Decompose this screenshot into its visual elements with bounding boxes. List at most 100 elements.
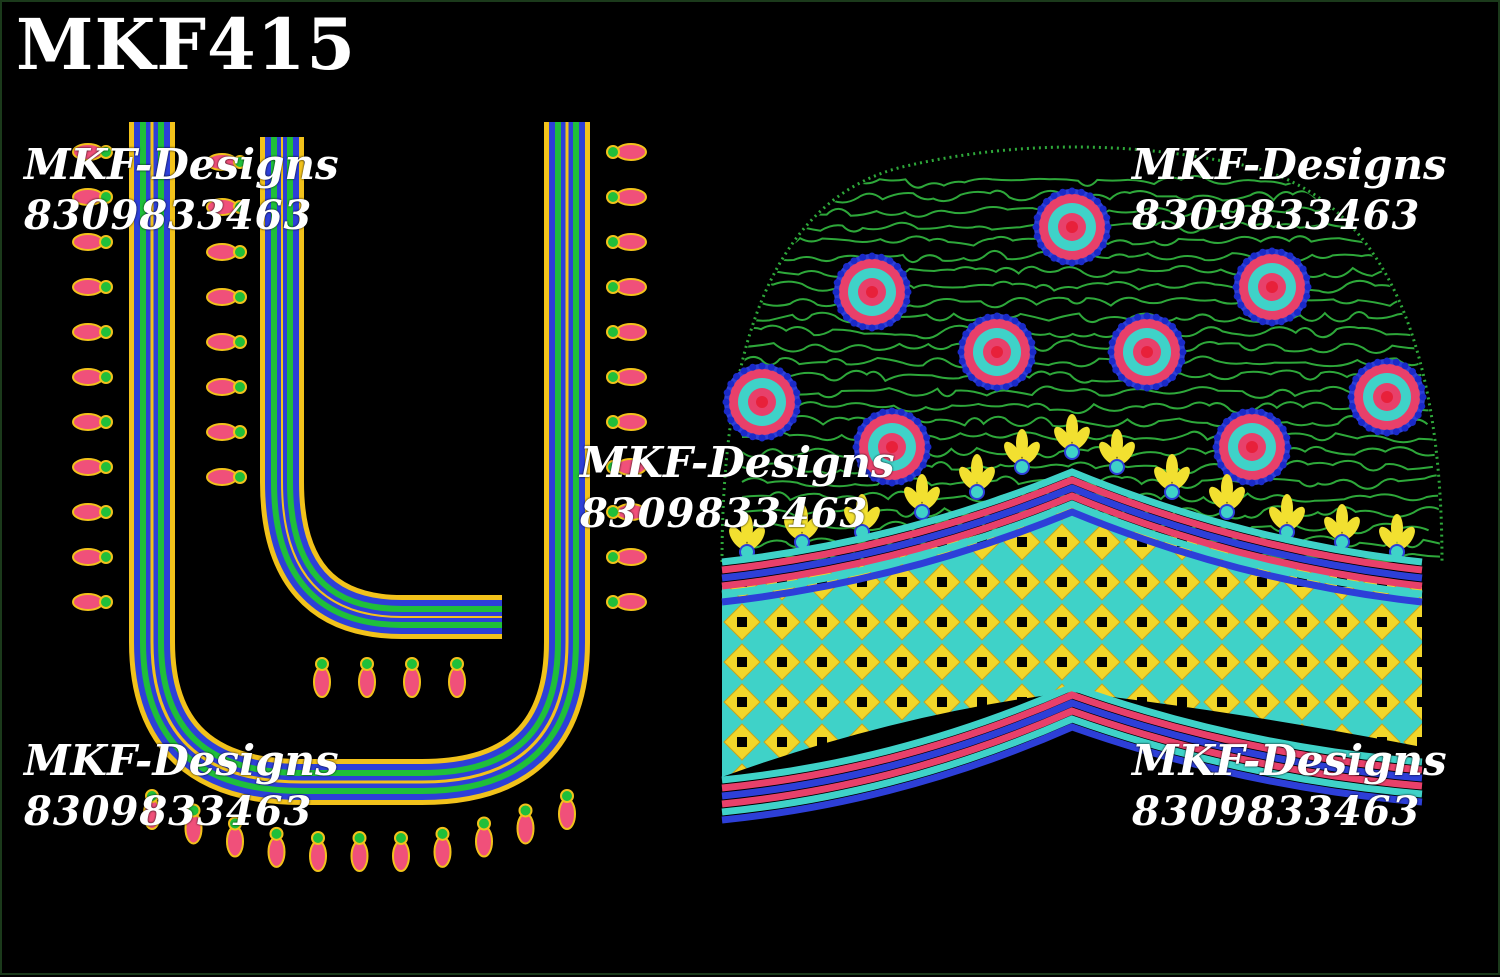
petal-motif [72,323,113,341]
petal-motif [392,831,410,872]
petal-motif [72,413,113,431]
bead-flower [1212,407,1292,487]
watermark-name: MKF-Designs [24,736,339,785]
petal-motif [143,789,161,830]
petal-motif [358,657,376,698]
band-stripe [721,715,1423,816]
petal-motif [606,593,647,611]
watermark-top-left: MKF-Designs 8309833463 [24,144,339,236]
petal-motif [206,333,247,351]
bead-flower [1347,357,1427,437]
petal-motif [606,188,647,206]
band-stripe [721,723,1423,824]
watermark-name: MKF-Designs [1132,140,1447,189]
thread-squiggle [741,355,1440,369]
thread-squiggle [741,415,1429,428]
band-stripe [721,699,1423,800]
petal-motif [206,153,247,171]
petal-motif [72,188,113,206]
watermark-phone: 8309833463 [24,788,313,835]
petal-motif [606,278,647,296]
bead-flower [832,252,912,332]
leaf-motif [959,454,995,500]
petal-motif [433,826,452,868]
watermark-top-right: MKF-Designs 8309833463 [1132,144,1447,236]
leaf-motif [1154,454,1190,500]
thread-squiggle [741,474,1440,490]
petal-motif [184,803,203,845]
design-code-title: MKF415 [16,3,357,86]
petal-motif [558,789,576,830]
bead-flower [957,312,1037,392]
thread-squiggle [741,369,1440,384]
watermark-bottom-right: MKF-Designs 8309833463 [1132,740,1447,832]
band-stripe [721,468,1423,566]
sleeve-motif-right [720,145,1444,824]
petal-motif [606,413,647,431]
band-stripe [721,707,1423,808]
petal-motif [606,323,647,341]
petal-motif [606,233,647,251]
petal-motif [72,143,113,161]
watermark-bottom-left: MKF-Designs 8309833463 [24,740,339,832]
thread-squiggle [741,385,1437,399]
petal-motif [475,816,493,858]
leaf-motif [1004,429,1040,475]
petal-motif [350,831,369,872]
band-stripe [721,492,1423,590]
petal-motif [606,143,647,161]
thread-squiggle [741,339,1440,354]
watermark-phone: 8309833463 [24,192,313,239]
petal-motif [206,378,247,396]
watermark-center: MKF-Designs 8309833463 [580,442,895,534]
bead-flower [852,407,932,487]
watermark-name: MKF-Designs [1132,736,1447,785]
band-stripe [721,500,1423,598]
petal-motif [206,198,247,216]
watermark-name: MKF-Designs [580,438,895,487]
bead-flower [1107,312,1187,392]
leaf-motif [1209,474,1245,520]
petal-motif [606,503,647,521]
petal-motif [72,503,113,521]
petal-motif [72,593,113,611]
leaf-motif [904,474,940,520]
petal-motif [516,803,535,845]
bead-flower [1232,247,1312,327]
petal-motif [448,657,466,698]
petal-motif [267,826,286,868]
petal-motif [403,657,421,698]
band-stripe [721,683,1423,784]
band-stripe [721,476,1423,574]
leaf-motif [1099,429,1135,475]
watermark-name: MKF-Designs [24,140,339,189]
leaf-motif [1379,514,1415,560]
leaf-motif [784,504,820,550]
bead-flower [1032,187,1112,267]
petal-motif [72,458,113,476]
watermark-phone: 8309833463 [1132,788,1421,835]
watermark-phone: 8309833463 [1132,192,1421,239]
petal-motif [606,368,647,386]
petal-motif [72,233,113,251]
petal-motif [606,458,647,476]
petal-motif [226,816,244,858]
petal-motif [206,243,247,261]
thread-squiggle [741,400,1439,415]
petal-motif [206,468,247,486]
thread-squiggle [741,324,1436,340]
bead-flower [722,362,802,442]
neck-border-left [72,122,647,872]
band-stripe [721,691,1423,792]
watermark-phone: 8309833463 [580,490,869,537]
petal-motif [72,278,113,296]
petal-motif [313,657,331,698]
leaf-motif [1054,414,1090,460]
petal-motif [72,548,113,566]
band-stripe [721,484,1423,582]
band-stripe [721,508,1423,606]
petal-motif [206,423,247,441]
petal-motif [309,831,327,872]
